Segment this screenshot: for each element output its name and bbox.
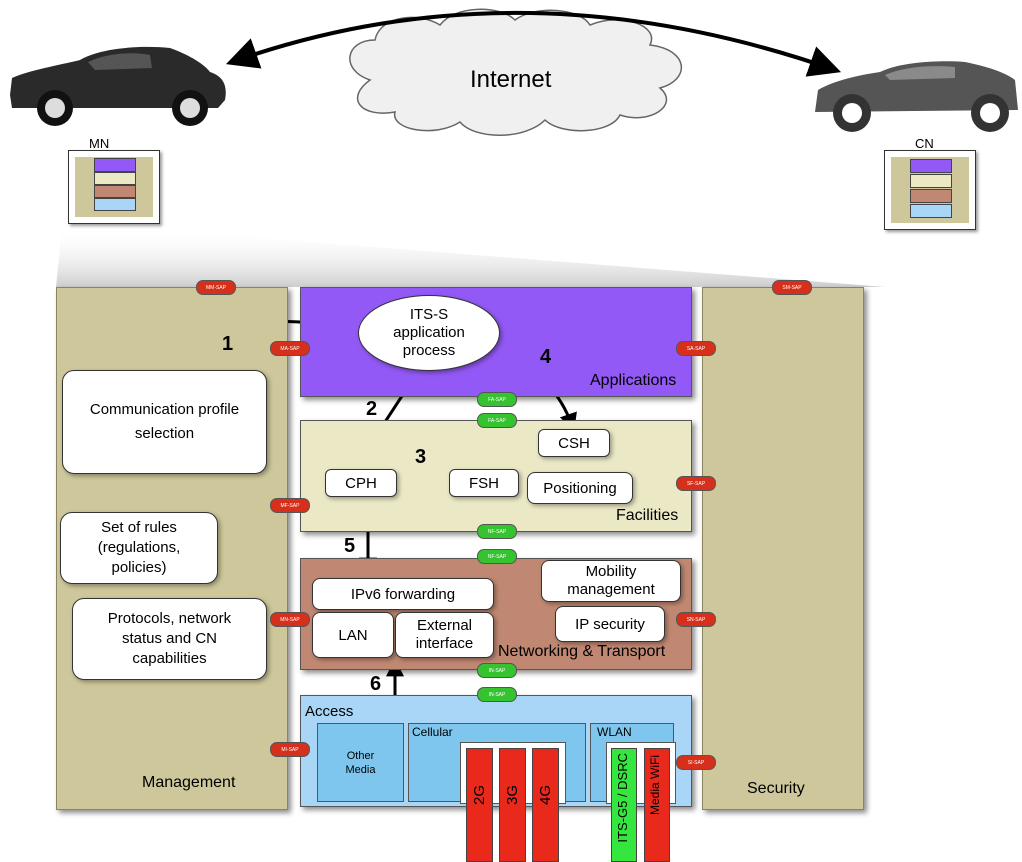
nf-sap-badge-top: NF-SAP [477,524,517,539]
step-4-label: 4 [540,346,552,368]
step-2-label: 2 [366,398,378,420]
sn-sap-badge: SN-SAP [676,612,716,627]
cn-car-icon [815,61,1018,132]
rules-box: Set of rules (regulations, policies) [60,512,218,584]
ipv6-forwarding-box: IPv6 forwarding [312,578,494,610]
cellular-label: Cellular [412,725,453,739]
mm-sap-badge: MM-SAP [196,280,236,295]
media-4g-bar: 4G [532,748,559,862]
internet-link-arrow [225,11,842,77]
ip-security-box: IP security [555,606,665,642]
si-sap-badge: SI-SAP [676,755,716,770]
media-2g-bar: 2G [466,748,493,862]
access-label: Access [305,703,354,720]
mn-stack-icon [68,150,160,224]
communication-profile-selection-box: Communication profile selection [62,370,267,474]
mf-sap-badge: MF-SAP [270,498,310,513]
its-s-application-process: ITS-S application process [358,295,500,371]
media-3g-bar: 3G [499,748,526,862]
internet-label: Internet [470,66,552,93]
sf-sap-badge: SF-SAP [676,476,716,491]
wlan-label: WLAN [597,725,632,739]
step-1-label: 1 [222,333,234,355]
cn-label: CN [915,136,934,151]
mobility-management-box: Mobility management [541,560,681,602]
fa-sap-badge-top: FA-SAP [477,392,517,407]
mn-car-icon [10,46,226,126]
nf-sap-badge-bottom: NF-SAP [477,549,517,564]
security-column [702,287,864,810]
mi-sap-badge: MI-SAP [270,742,310,757]
in-sap-badge-bottom: IN-SAP [477,687,517,702]
cph-box: CPH [325,469,397,497]
security-label: Security [747,780,805,797]
facilities-label: Facilities [616,507,679,524]
perspective-fade [56,227,885,287]
protocols-status-box: Protocols, network status and CN capabil… [72,598,267,680]
step-3-label: 3 [415,446,427,468]
csh-box: CSH [538,429,610,457]
sa-sap-badge: SA-SAP [676,341,716,356]
networking-label: Networking & Transport [498,643,666,660]
cn-stack-icon [884,150,976,230]
other-media-box: Other Media [317,723,404,802]
step-5-label: 5 [344,535,356,557]
management-label: Management [142,774,236,791]
step-6-label: 6 [370,673,382,695]
media-wifi-bar: Media WiFi [644,748,670,862]
fsh-box: FSH [449,469,519,497]
mn-label: MN [89,136,110,151]
sm-sap-badge: SM-SAP [772,280,812,295]
ma-sap-badge: MA-SAP [270,341,310,356]
fa-sap-badge-bottom: FA-SAP [477,413,517,428]
external-interface-box: External interface [395,612,494,658]
applications-label: Applications [590,372,677,389]
positioning-box: Positioning [527,472,633,504]
media-its-g5-bar: ITS-G5 / DSRC [611,748,637,862]
mn-sap-badge: MN-SAP [270,612,310,627]
lan-box: LAN [312,612,394,658]
in-sap-badge-top: IN-SAP [477,663,517,678]
